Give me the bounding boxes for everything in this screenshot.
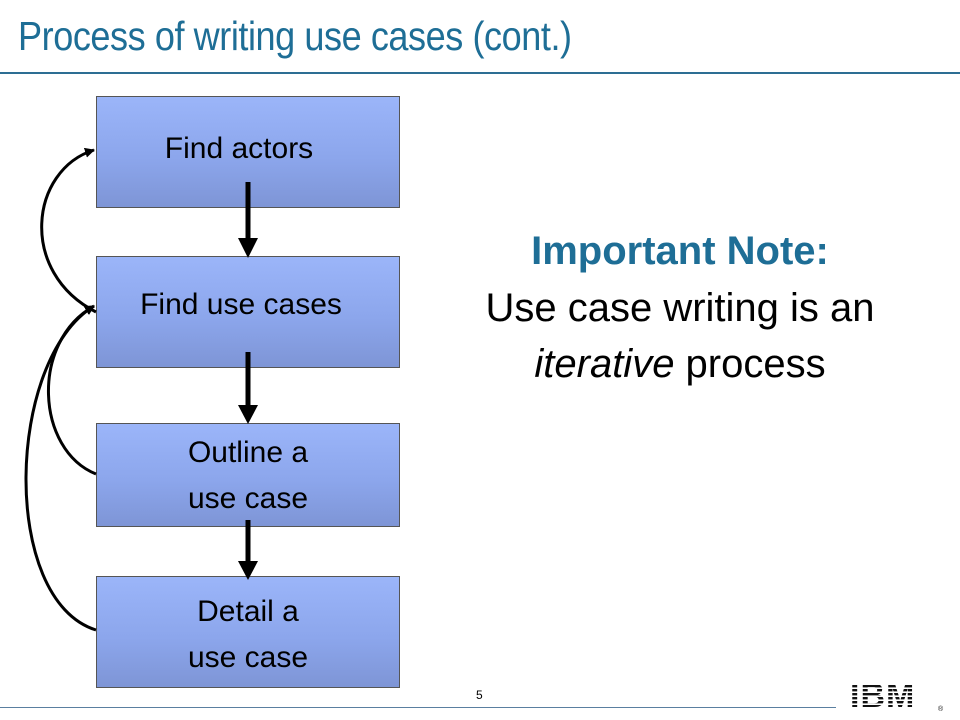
loop-detail-to-use-cases — [24, 304, 97, 632]
step-label: Find actors — [164, 132, 314, 165]
footer-rule — [0, 707, 836, 708]
important-note: Important Note: Use case writing is an i… — [420, 222, 940, 392]
note-italic-word: iterative — [534, 342, 675, 386]
slide-title: Process of writing use cases (cont.) — [18, 13, 572, 59]
step-label: Detail a use case — [187, 595, 309, 674]
step-detail-use-case: Detail a use case — [96, 576, 400, 688]
ibm-logo-mark: ® — [938, 705, 944, 713]
note-line-1: Use case writing is an — [485, 286, 875, 330]
arrow-down-1-head — [238, 238, 258, 258]
step-outline-use-case: Outline a use case — [96, 423, 400, 527]
step-find-use-cases: Find use cases — [96, 256, 400, 368]
loop-use-cases-to-actors — [40, 147, 97, 314]
page-number: 5 — [476, 688, 483, 702]
loop-outline-to-use-cases — [47, 304, 97, 476]
step-find-actors: Find actors — [96, 96, 400, 208]
arrow-down-2-head — [238, 405, 258, 424]
step-label: Outline a use case — [187, 436, 309, 515]
step-label: Find use cases — [140, 288, 342, 321]
ibm-logo: IBM ® — [850, 677, 944, 713]
note-line-2-rest: process — [674, 342, 826, 386]
note-heading: Important Note: — [531, 229, 829, 273]
ibm-logo-text: IBM — [850, 677, 915, 713]
note-line-2: iterative process — [420, 336, 940, 392]
title-rule — [0, 72, 960, 74]
